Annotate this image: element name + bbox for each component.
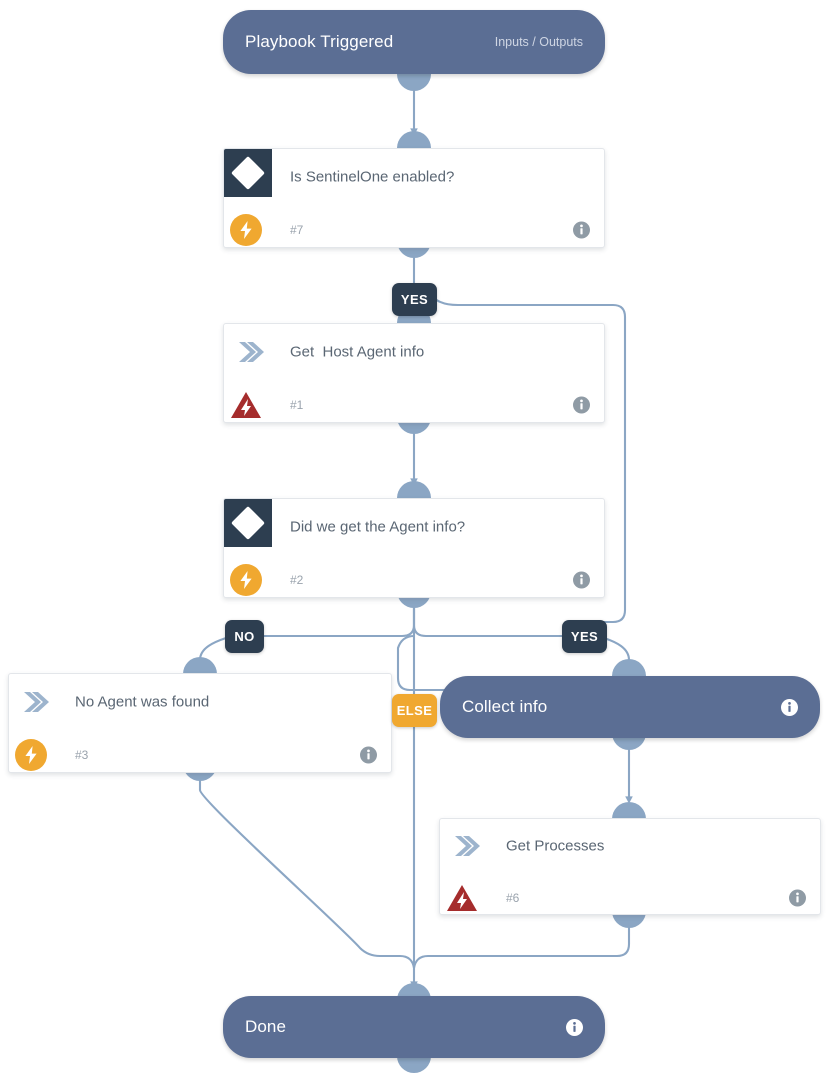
branch-label-else[interactable]: ELSE bbox=[392, 694, 437, 727]
node-title: Playbook Triggered bbox=[245, 32, 394, 51]
port-act3-in bbox=[183, 657, 217, 674]
warning-triangle-bolt-icon bbox=[231, 392, 261, 418]
port-cond7-in bbox=[397, 131, 431, 148]
diamond-icon bbox=[224, 499, 272, 547]
node-playbook-triggered[interactable]: Playbook Triggered Inputs / Outputs bbox=[223, 10, 605, 74]
diamond-icon bbox=[224, 149, 272, 197]
card-header: Did we get the Agent info? bbox=[224, 499, 604, 554]
info-icon[interactable] bbox=[781, 698, 798, 716]
branch-label-no[interactable]: NO bbox=[225, 620, 264, 653]
node-title: Is SentinelOne enabled? bbox=[290, 168, 455, 185]
bolt-circle-icon bbox=[230, 564, 262, 596]
card-footer: #3 bbox=[9, 729, 391, 772]
info-icon[interactable] bbox=[573, 396, 590, 414]
node-title: Get Processes bbox=[506, 837, 605, 854]
port-act6-out bbox=[612, 911, 646, 928]
port-act6-in bbox=[612, 802, 646, 819]
port-trigger-out bbox=[397, 74, 431, 91]
edge-else-to-collect bbox=[396, 634, 450, 692]
node-get-host-agent-info[interactable]: Get Host Agent info #1 bbox=[223, 323, 605, 423]
card-footer: #6 bbox=[440, 872, 820, 914]
bolt-circle-icon bbox=[230, 214, 262, 246]
branch-label-yes-1[interactable]: YES bbox=[392, 283, 437, 316]
warning-triangle-bolt-icon bbox=[447, 885, 477, 911]
node-did-we-get-the-agent-info[interactable]: Did we get the Agent info? #2 bbox=[223, 498, 605, 598]
node-title: Collect info bbox=[462, 697, 548, 716]
card-header: Get Host Agent info bbox=[224, 324, 604, 379]
node-number: #2 bbox=[290, 573, 304, 587]
info-icon[interactable] bbox=[789, 889, 806, 907]
edge-act6-to-done bbox=[412, 926, 631, 970]
branch-label-text: YES bbox=[400, 292, 429, 307]
node-number: #3 bbox=[75, 748, 89, 762]
node-done[interactable]: Done bbox=[223, 996, 605, 1058]
branch-label-yes-2[interactable]: YES bbox=[562, 620, 607, 653]
node-number: #1 bbox=[290, 398, 304, 412]
chevron-double-right-icon bbox=[239, 341, 264, 362]
node-no-agent-was-found[interactable]: No Agent was found #3 bbox=[8, 673, 392, 773]
node-title: Done bbox=[245, 1017, 287, 1036]
info-icon[interactable] bbox=[566, 1018, 583, 1036]
edge-act3-to-done bbox=[198, 773, 416, 970]
edge-cond2-to-yes2 bbox=[412, 601, 568, 638]
info-icon[interactable] bbox=[573, 221, 590, 239]
node-title: Did we get the Agent info? bbox=[290, 518, 466, 535]
branch-label-text: ELSE bbox=[396, 703, 433, 718]
node-is-sentinelone-enabled[interactable]: Is SentinelOne enabled? #7 bbox=[223, 148, 605, 248]
node-inputs-outputs-label[interactable]: Inputs / Outputs bbox=[494, 35, 583, 49]
card-header: No Agent was found bbox=[9, 674, 391, 729]
port-done-out bbox=[397, 1056, 431, 1073]
port-done-in bbox=[397, 983, 431, 1000]
bolt-circle-icon bbox=[15, 739, 47, 771]
node-number: #6 bbox=[506, 891, 520, 905]
chevron-double-right-icon bbox=[24, 691, 49, 712]
card-footer: #7 bbox=[224, 204, 604, 247]
card-footer: #2 bbox=[224, 554, 604, 597]
info-icon[interactable] bbox=[360, 746, 377, 764]
node-title: No Agent was found bbox=[75, 693, 210, 710]
node-collect-info[interactable]: Collect info bbox=[440, 676, 820, 738]
card-header: Get Processes bbox=[440, 819, 820, 872]
port-cond2-in bbox=[397, 481, 431, 498]
info-icon[interactable] bbox=[573, 571, 590, 589]
node-number: #7 bbox=[290, 223, 304, 237]
chevron-double-right-icon bbox=[455, 835, 480, 856]
port-collect-in bbox=[612, 659, 646, 676]
card-header: Is SentinelOne enabled? bbox=[224, 149, 604, 204]
node-get-processes[interactable]: Get Processes #6 bbox=[439, 818, 821, 915]
branch-label-text: NO bbox=[234, 629, 255, 644]
branch-label-text: YES bbox=[570, 629, 599, 644]
node-title: Get Host Agent info bbox=[290, 343, 425, 360]
edge-cond2-to-no bbox=[260, 601, 416, 638]
card-footer: #1 bbox=[224, 379, 604, 422]
